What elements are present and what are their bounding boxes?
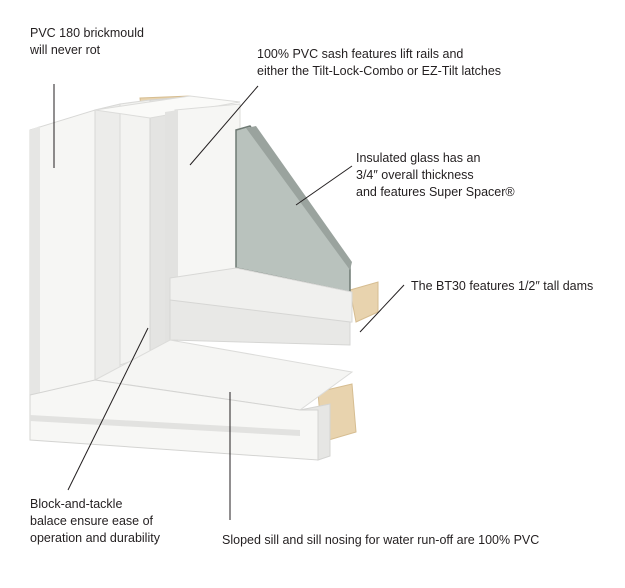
callout-line: operation and durability: [30, 531, 160, 545]
leader-dams: [359, 284, 405, 333]
brickmould-edge: [30, 126, 40, 410]
glass-pane: [235, 125, 351, 293]
leader-glass: [295, 165, 353, 206]
wood-block-right: [349, 281, 379, 323]
leader-sash: [189, 85, 259, 166]
callout-line: Block-and-tackle: [30, 497, 123, 511]
callout-line: The BT30 features 1/2″ tall dams: [411, 279, 594, 293]
sash-bottom-rail-front: [169, 299, 351, 346]
glass-spacer: [246, 126, 352, 270]
callout-sill: Sloped sill and sill nosing for water ru…: [222, 532, 539, 549]
callout-line: either the Tilt-Lock-Combo or EZ-Tilt la…: [257, 64, 502, 78]
callout-line: Insulated glass has an: [356, 151, 481, 165]
callout-brickmould: PVC 180 brickmould will never rot: [30, 25, 144, 59]
callout-line: balace ensure ease of: [30, 514, 154, 528]
callout-line: will never rot: [30, 43, 101, 57]
callout-sash: 100% PVC sash features lift rails and ei…: [257, 46, 501, 80]
frame-vertical-1: [94, 103, 121, 381]
callout-line: 3/4″ overall thickness: [356, 168, 474, 182]
frame-top: [94, 95, 241, 119]
callout-line: and features Super Spacer®: [356, 185, 515, 199]
callout-line: Sloped sill and sill nosing for water ru…: [222, 533, 540, 547]
frame-vertical-2: [119, 99, 151, 366]
callout-line: PVC 180 brickmould: [30, 26, 144, 40]
callout-line: 100% PVC sash features lift rails and: [257, 47, 464, 61]
callout-glass: Insulated glass has an 3/4″ overall thic…: [356, 150, 515, 201]
sill-nosing-groove: [30, 415, 300, 436]
leader-balance: [67, 327, 149, 491]
callout-balance: Block-and-tackle balace ensure ease of o…: [30, 496, 160, 547]
sill-end: [299, 403, 331, 461]
callout-dams: The BT30 features 1/2″ tall dams: [411, 278, 593, 295]
